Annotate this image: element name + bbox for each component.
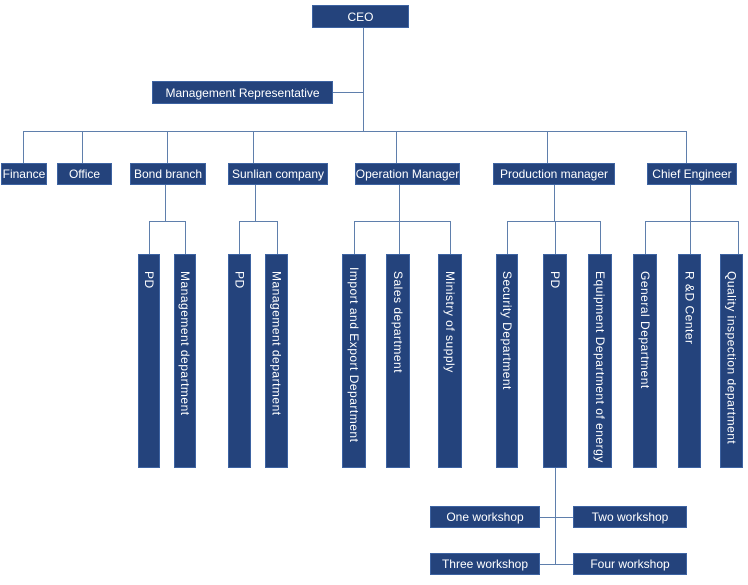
connector-line <box>149 221 150 254</box>
connector-line <box>167 131 168 163</box>
connector-line <box>690 221 691 254</box>
connector-line <box>645 221 646 254</box>
connector-line <box>354 221 355 254</box>
node-chief-engineer[interactable]: Chief Engineer <box>647 163 737 185</box>
node-quality-inspection-department[interactable]: Quality inspection department <box>720 254 743 468</box>
connector-line <box>547 131 548 163</box>
connector-line <box>507 221 601 222</box>
connector-line <box>82 131 83 163</box>
connector-line <box>555 468 556 564</box>
node-operation-manager[interactable]: Operation Manager <box>355 163 460 185</box>
node-pd-production[interactable]: PD <box>543 254 567 468</box>
connector-line <box>690 185 691 221</box>
connector-line <box>399 221 400 254</box>
connector-line <box>23 131 686 132</box>
connector-line <box>23 131 24 163</box>
node-management-representative[interactable]: Management Representative <box>152 81 333 104</box>
node-pd-sunlian[interactable]: PD <box>228 254 251 468</box>
connector-line <box>540 517 573 518</box>
connector-line <box>354 221 450 222</box>
node-four-workshop[interactable]: Four workshop <box>573 553 687 575</box>
connector-line <box>185 221 186 254</box>
node-finance[interactable]: Finance <box>1 163 47 185</box>
connector-line <box>239 221 240 254</box>
node-management-department-bond[interactable]: Management department <box>174 254 196 468</box>
connector-line <box>277 221 278 254</box>
node-production-manager[interactable]: Production manager <box>493 163 615 185</box>
connector-line <box>645 221 738 222</box>
node-two-workshop[interactable]: Two workshop <box>573 506 687 528</box>
connector-line <box>363 28 364 131</box>
node-ceo[interactable]: CEO <box>312 5 409 28</box>
node-ministry-of-supply[interactable]: Ministry of supply <box>438 254 462 468</box>
connector-line <box>149 221 186 222</box>
connector-line <box>555 221 556 254</box>
node-one-workshop[interactable]: One workshop <box>430 506 540 528</box>
connector-line <box>399 185 400 221</box>
node-general-department[interactable]: General Department <box>633 254 657 468</box>
connector-line <box>554 185 555 221</box>
connector-line <box>686 131 687 163</box>
connector-line <box>507 221 508 254</box>
node-pd-bond[interactable]: PD <box>138 254 160 468</box>
node-security-department[interactable]: Security Department <box>496 254 518 468</box>
connector-line <box>540 564 573 565</box>
connector-line <box>333 92 363 93</box>
connector-line <box>600 221 601 254</box>
node-office[interactable]: Office <box>57 163 112 185</box>
node-bond-branch[interactable]: Bond branch <box>130 163 206 185</box>
node-management-department-sunlian[interactable]: Management department <box>265 254 288 468</box>
connector-line <box>450 221 451 254</box>
node-equipment-department-of-energy[interactable]: Equipment Department of energy <box>588 254 612 468</box>
node-sunlian-company[interactable]: Sunlian company <box>228 163 328 185</box>
connector-line <box>253 131 254 163</box>
connector-line <box>255 185 256 221</box>
node-sales-department[interactable]: Sales department <box>386 254 410 468</box>
connector-line <box>165 185 166 221</box>
node-three-workshop[interactable]: Three workshop <box>430 553 540 575</box>
connector-line <box>239 221 278 222</box>
connector-line <box>738 221 739 254</box>
connector-line <box>396 131 397 163</box>
node-import-export-department[interactable]: Import and Export Department <box>342 254 366 468</box>
node-rd-center[interactable]: R &D Center <box>678 254 701 468</box>
